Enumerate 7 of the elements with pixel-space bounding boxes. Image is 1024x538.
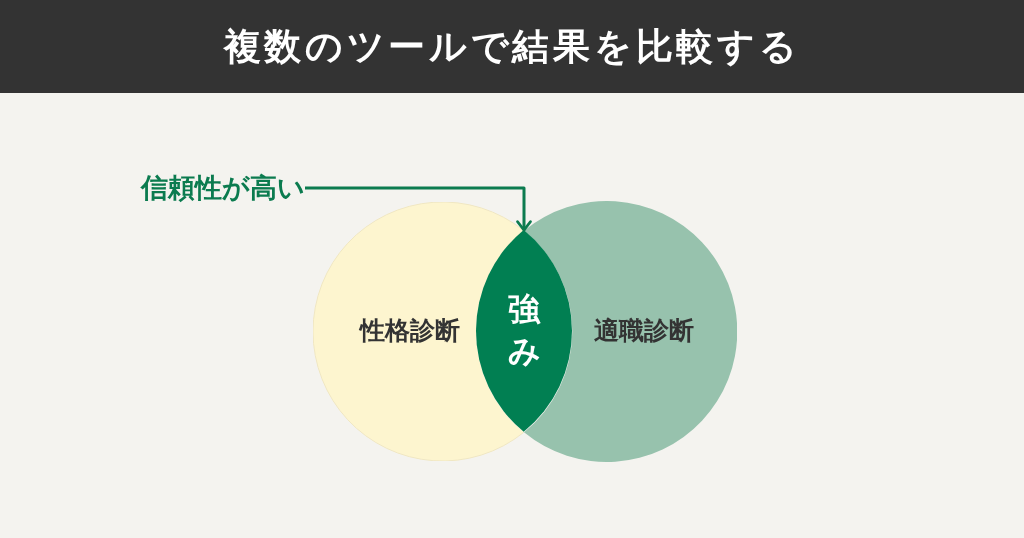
page-title: 複数のツールで結果を比較する [223,23,801,70]
intersection-lens [476,230,572,432]
circle-label: 性格診断 [359,315,460,347]
arrow [305,186,532,232]
lens-label: 強み [508,289,540,372]
callout-label: 信頼性が高い [141,171,305,205]
circle-label: 適職診断 [593,315,694,347]
